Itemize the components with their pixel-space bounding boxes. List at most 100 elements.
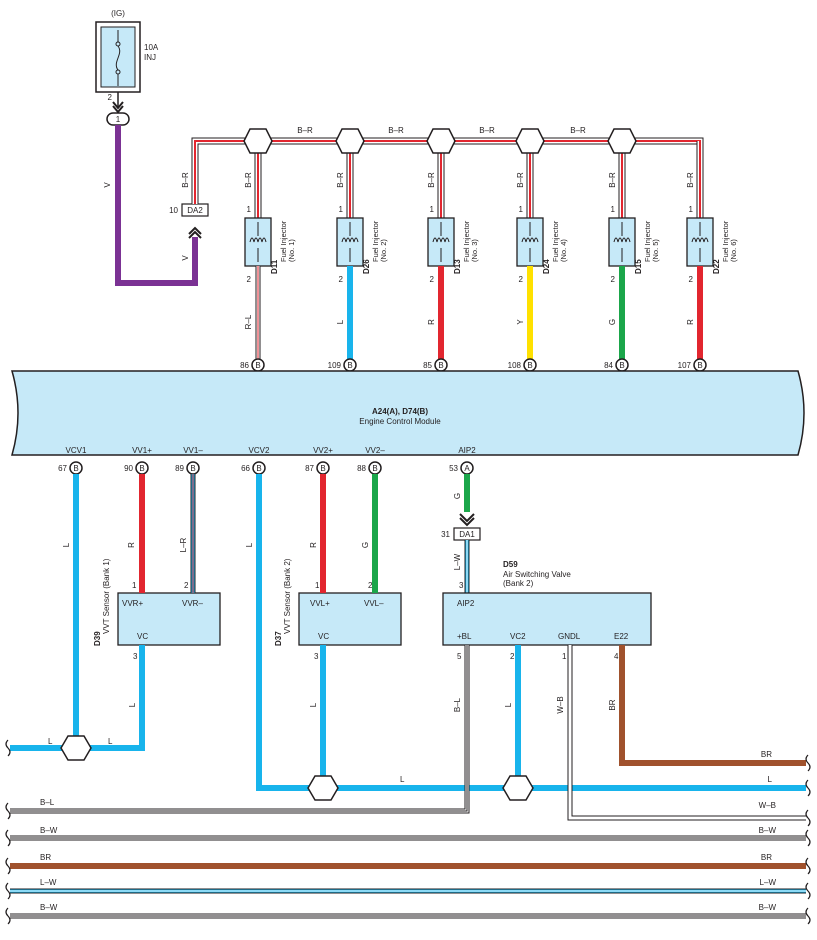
vvt-sensor-bank2: VVL+ VVL– VC 1 2 3 D37 VVT Sensor (Bank … (274, 558, 402, 661)
ecm-pin-number: 84 (604, 361, 613, 370)
injector-number: (No. 6) (729, 239, 738, 262)
fuse-name: INJ (144, 53, 156, 62)
asv-p-vc2: 2 (510, 652, 515, 661)
injector-out-color: R (427, 319, 436, 325)
ecm-bottom-signal: VV2– (365, 446, 385, 455)
asv-t-e22: E22 (614, 632, 629, 641)
ecm-bottom-signal: VV1+ (132, 446, 152, 455)
bus-right-lw: L–W (760, 878, 777, 887)
asv-w-bl: B–L (453, 697, 462, 712)
injector-pin-in: 1 (247, 205, 252, 214)
asv-p-gndl: 1 (562, 652, 567, 661)
vvt1-p2: 2 (184, 581, 189, 590)
injector-name: Fuel Injector (643, 220, 652, 262)
injector-pin-out: 2 (339, 275, 344, 284)
vvt1-w3: L (128, 702, 137, 707)
da1-out-color: L–W (453, 553, 462, 570)
da1-arrow-icon (459, 513, 475, 527)
injector-pin-in: 1 (689, 205, 694, 214)
asv-p-bl: 5 (457, 652, 462, 661)
ecm-bottom-pin-2: VV1+B90 (124, 446, 152, 475)
asv-p-top: 3 (459, 581, 464, 590)
power-wire-label-top: V (103, 182, 112, 188)
ecm-pin-number: 109 (328, 361, 342, 370)
vvt2-code: D37 (274, 631, 283, 646)
vvt2-t1: VVL+ (310, 599, 330, 608)
vvt-sensor-bank1: VVR+ VVR– VC 1 2 3 D39 VVT Sensor (Bank … (93, 558, 221, 661)
ecm-bottom-pin-number: 87 (305, 464, 314, 473)
ecm-bottom-signal: VV2+ (313, 446, 333, 455)
junction-pin: 1 (116, 115, 121, 124)
ecm-bottom-conn: B (256, 464, 261, 473)
splice-bank2 (307, 775, 339, 801)
bus-right-br-1: BR (761, 750, 772, 759)
bus-left-bw-2: B–W (40, 903, 58, 912)
injector-number: (No. 5) (651, 239, 660, 262)
injector-code: D22 (712, 259, 721, 274)
vvt2-p2: 2 (368, 581, 373, 590)
ecm-connector-letter: B (697, 361, 702, 370)
injector-pin-in: 1 (339, 205, 344, 214)
da1-pin: 31 (441, 530, 450, 539)
ecm-bottom-pin-number: 66 (241, 464, 250, 473)
wire-vc1 (10, 645, 145, 751)
vvt2-w2: G (361, 542, 370, 548)
wire-asv-e22 (619, 645, 806, 766)
injector-in-color: B–R (516, 172, 525, 188)
vvt1-t2: VVR– (182, 599, 203, 608)
power-wire-v (115, 125, 198, 286)
riser-label: B–R (181, 172, 190, 188)
bus-left-lw: L–W (40, 878, 57, 887)
air-switching-valve: AIP2 3 D59 Air Switching Valve (Bank 2) … (442, 560, 652, 661)
injector-in-color: B–R (686, 172, 695, 188)
injector-out-color: Y (516, 319, 525, 325)
ecm-bottom-pin-number: 89 (175, 464, 184, 473)
ecm-bottom-conn: B (73, 464, 78, 473)
splice-top-5 (607, 128, 637, 154)
da2-pin: 10 (169, 206, 178, 215)
power-wire-label-bottom: V (181, 255, 190, 261)
ecm-name: Engine Control Module (359, 417, 441, 426)
injector-pin-out: 2 (430, 275, 435, 284)
vvt2-w1: R (309, 542, 318, 548)
injector-pin-out: 2 (247, 275, 252, 284)
coil-icon (341, 237, 359, 243)
injector-number: (No. 4) (559, 239, 568, 262)
da1-name: DA1 (459, 530, 475, 539)
bus-right-bw-2: B–W (759, 903, 777, 912)
injector-out-color: R (686, 319, 695, 325)
asv-p-e22: 4 (614, 652, 619, 661)
vvt1-w2: L–R (179, 537, 188, 552)
ecm-bottom-pin-number: 67 (58, 464, 67, 473)
coil-icon (613, 237, 631, 243)
vvt2-name: VVT Sensor (Bank 2) (283, 558, 292, 634)
asv-w-vc2: L (504, 702, 513, 707)
bus-left-bl: B–L (40, 798, 55, 807)
injector-number: (No. 1) (287, 239, 296, 262)
bus-l-left-b: L (108, 737, 113, 746)
injector-pin-in: 1 (430, 205, 435, 214)
injector-code: D24 (542, 259, 551, 274)
fuse-pin: 2 (108, 93, 113, 102)
vvt2-w3: L (309, 702, 318, 707)
da2-arrow-icon (188, 226, 202, 239)
bus-left-br: BR (40, 853, 51, 862)
injector-code: D13 (453, 259, 462, 274)
ecm-connector-letter: B (527, 361, 532, 370)
wire-vcv1-label: L (62, 542, 71, 547)
harness-label-3: B–R (479, 126, 495, 135)
ecm-bottom-signal: VCV2 (249, 446, 270, 455)
ecm-body (11, 370, 805, 456)
ecm-bottom-conn: A (464, 464, 470, 473)
injector-in-color: B–R (336, 172, 345, 188)
ecm-bottom-signal: VV1– (183, 446, 203, 455)
injector-code: D15 (634, 259, 643, 274)
wire-asv-gndl (567, 645, 806, 821)
wire-vcv2 (256, 474, 806, 791)
ig-label: (IG) (111, 9, 125, 18)
injector-code: D11 (270, 259, 279, 274)
